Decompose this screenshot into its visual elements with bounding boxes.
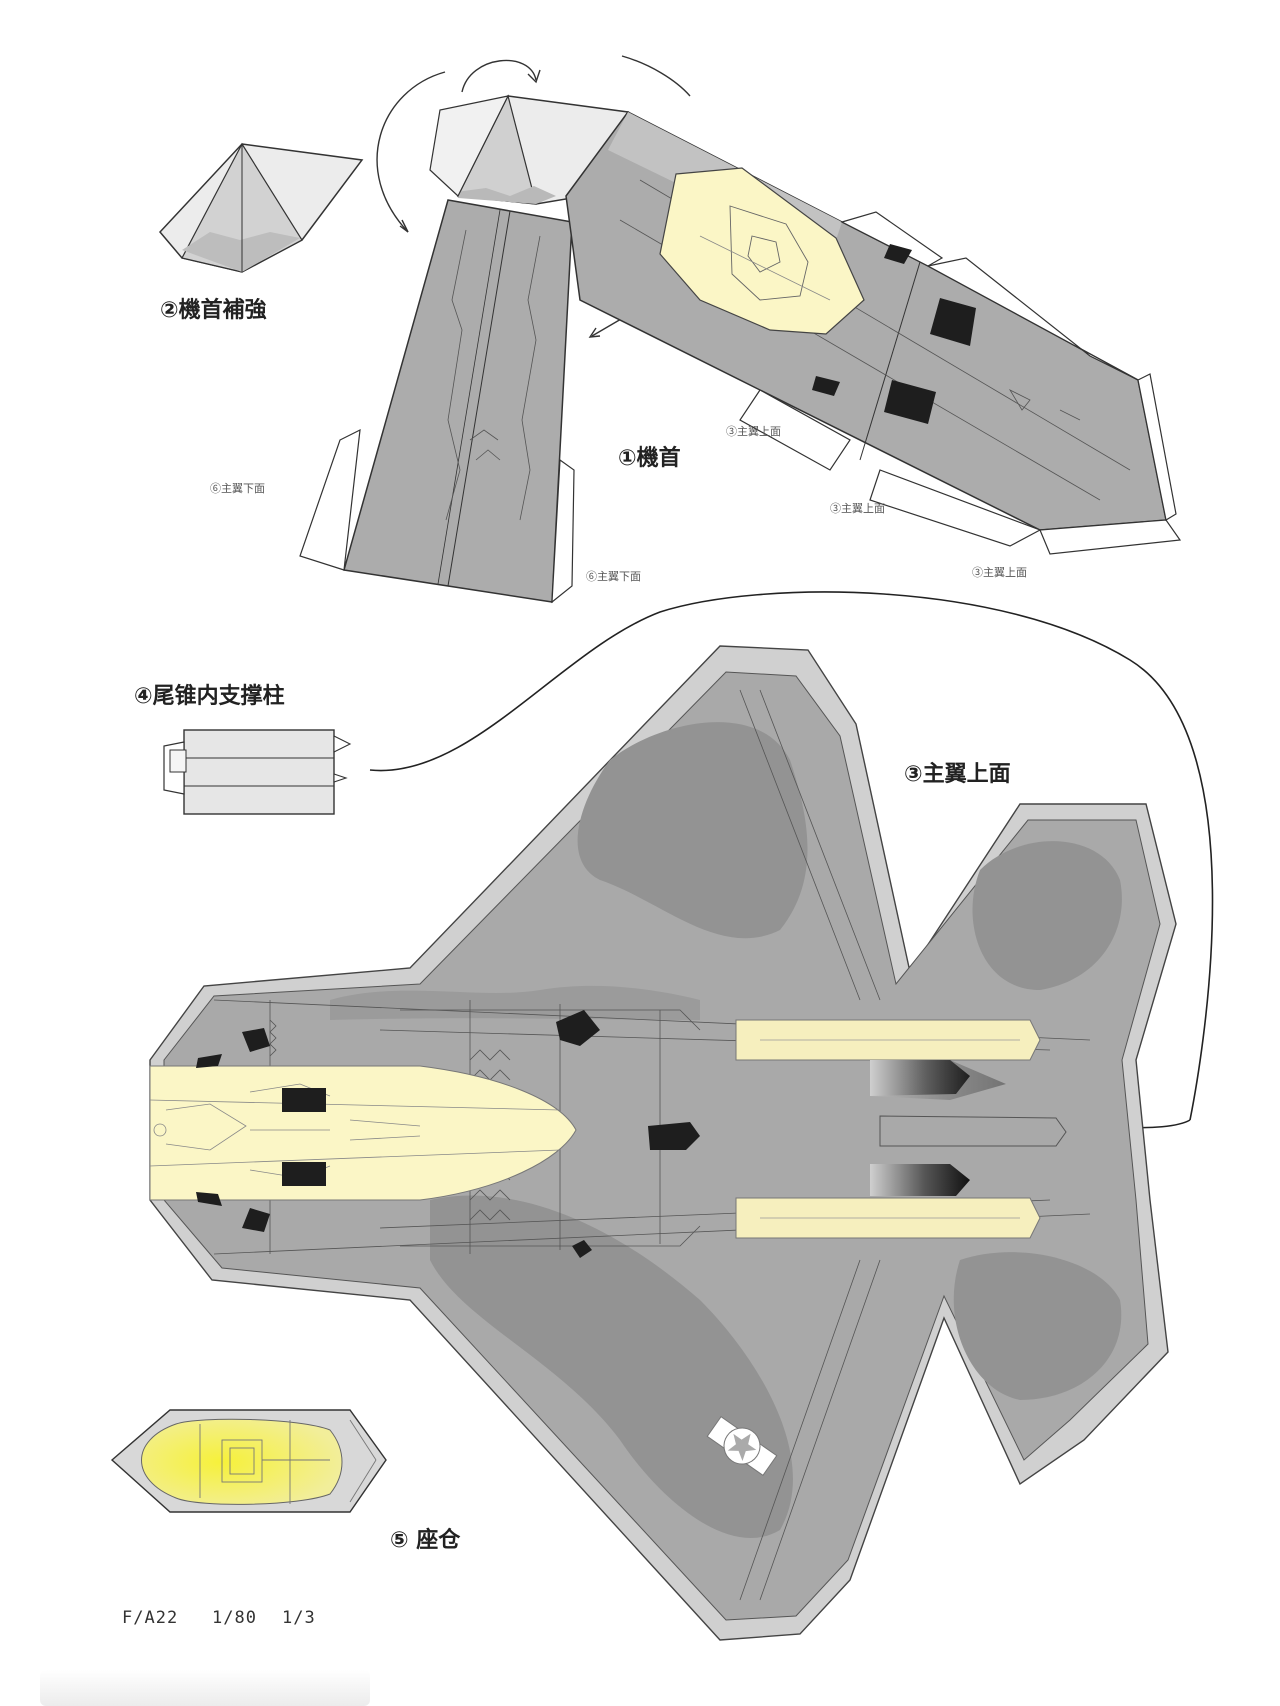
tab-label-upper-b: ③主翼上面 <box>830 502 885 515</box>
part5-cockpit <box>110 1409 387 1513</box>
tab-label-lower-b: ⑥主翼下面 <box>586 570 641 583</box>
usaf-roundel <box>706 1415 778 1477</box>
part1-nose <box>299 94 1182 604</box>
label-part3: ③主翼上面 <box>904 762 1011 787</box>
tab-label-upper-c: ③主翼上面 <box>972 566 1027 579</box>
label-part5: ⑤ 座仓 <box>390 1528 461 1553</box>
label-part2: ②機首補強 <box>160 298 267 323</box>
footer-scale: 1/80 <box>212 1608 257 1628</box>
tab-label-lower-a: ⑥主翼下面 <box>210 482 265 495</box>
footer-sheet: 1/3 <box>282 1608 316 1628</box>
bottom-shadow <box>40 1670 370 1706</box>
label-part1: ①機首 <box>618 446 681 471</box>
tab-label-upper-a: ③主翼上面 <box>726 425 781 438</box>
footer-model: F/A22 <box>122 1608 179 1628</box>
part3-wing-upper <box>149 645 1177 1641</box>
part2-nose-reinforcement <box>158 142 364 273</box>
label-part4: ④尾锥内支撑柱 <box>134 684 285 709</box>
